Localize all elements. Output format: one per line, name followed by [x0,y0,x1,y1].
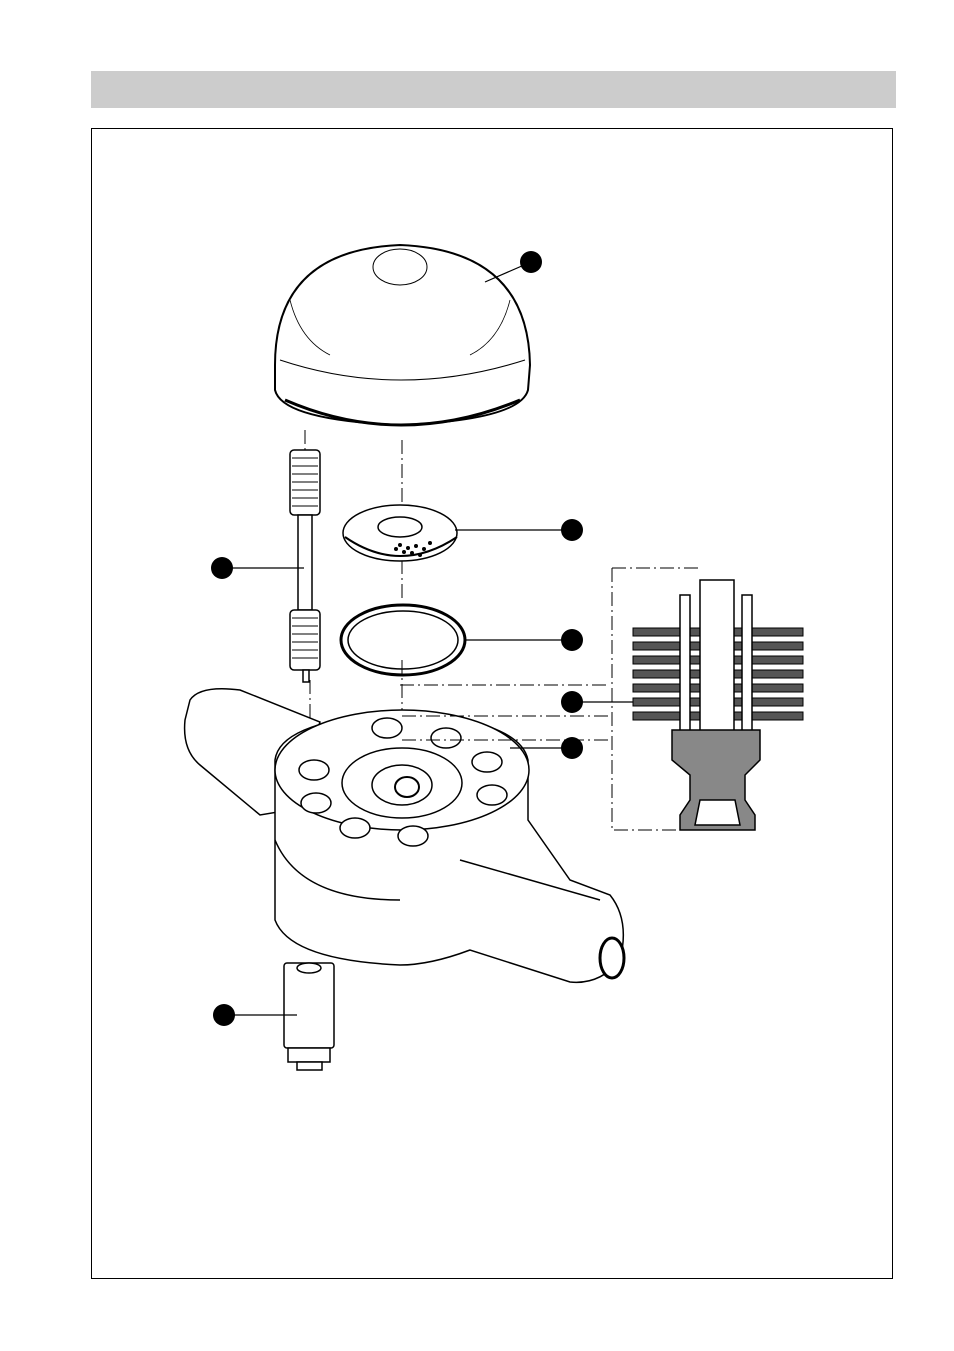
sieve-disc-part [342,504,458,562]
callout-body [561,737,583,759]
cap-part [274,243,532,427]
callout-cross-section [561,691,583,713]
figure-frame [91,128,893,1279]
header-bar [91,71,896,108]
callout-sieve-disc [561,519,583,541]
cross-section-part [400,567,804,831]
callout-nut [213,1004,235,1026]
callout-stud-bolt [211,557,233,579]
stud-bolt-part [289,449,321,683]
nut-part [283,962,335,1071]
body-part [183,688,626,984]
callout-cap [520,251,542,273]
callout-sealing-ring [561,629,583,651]
sealing-ring-part [339,603,467,677]
